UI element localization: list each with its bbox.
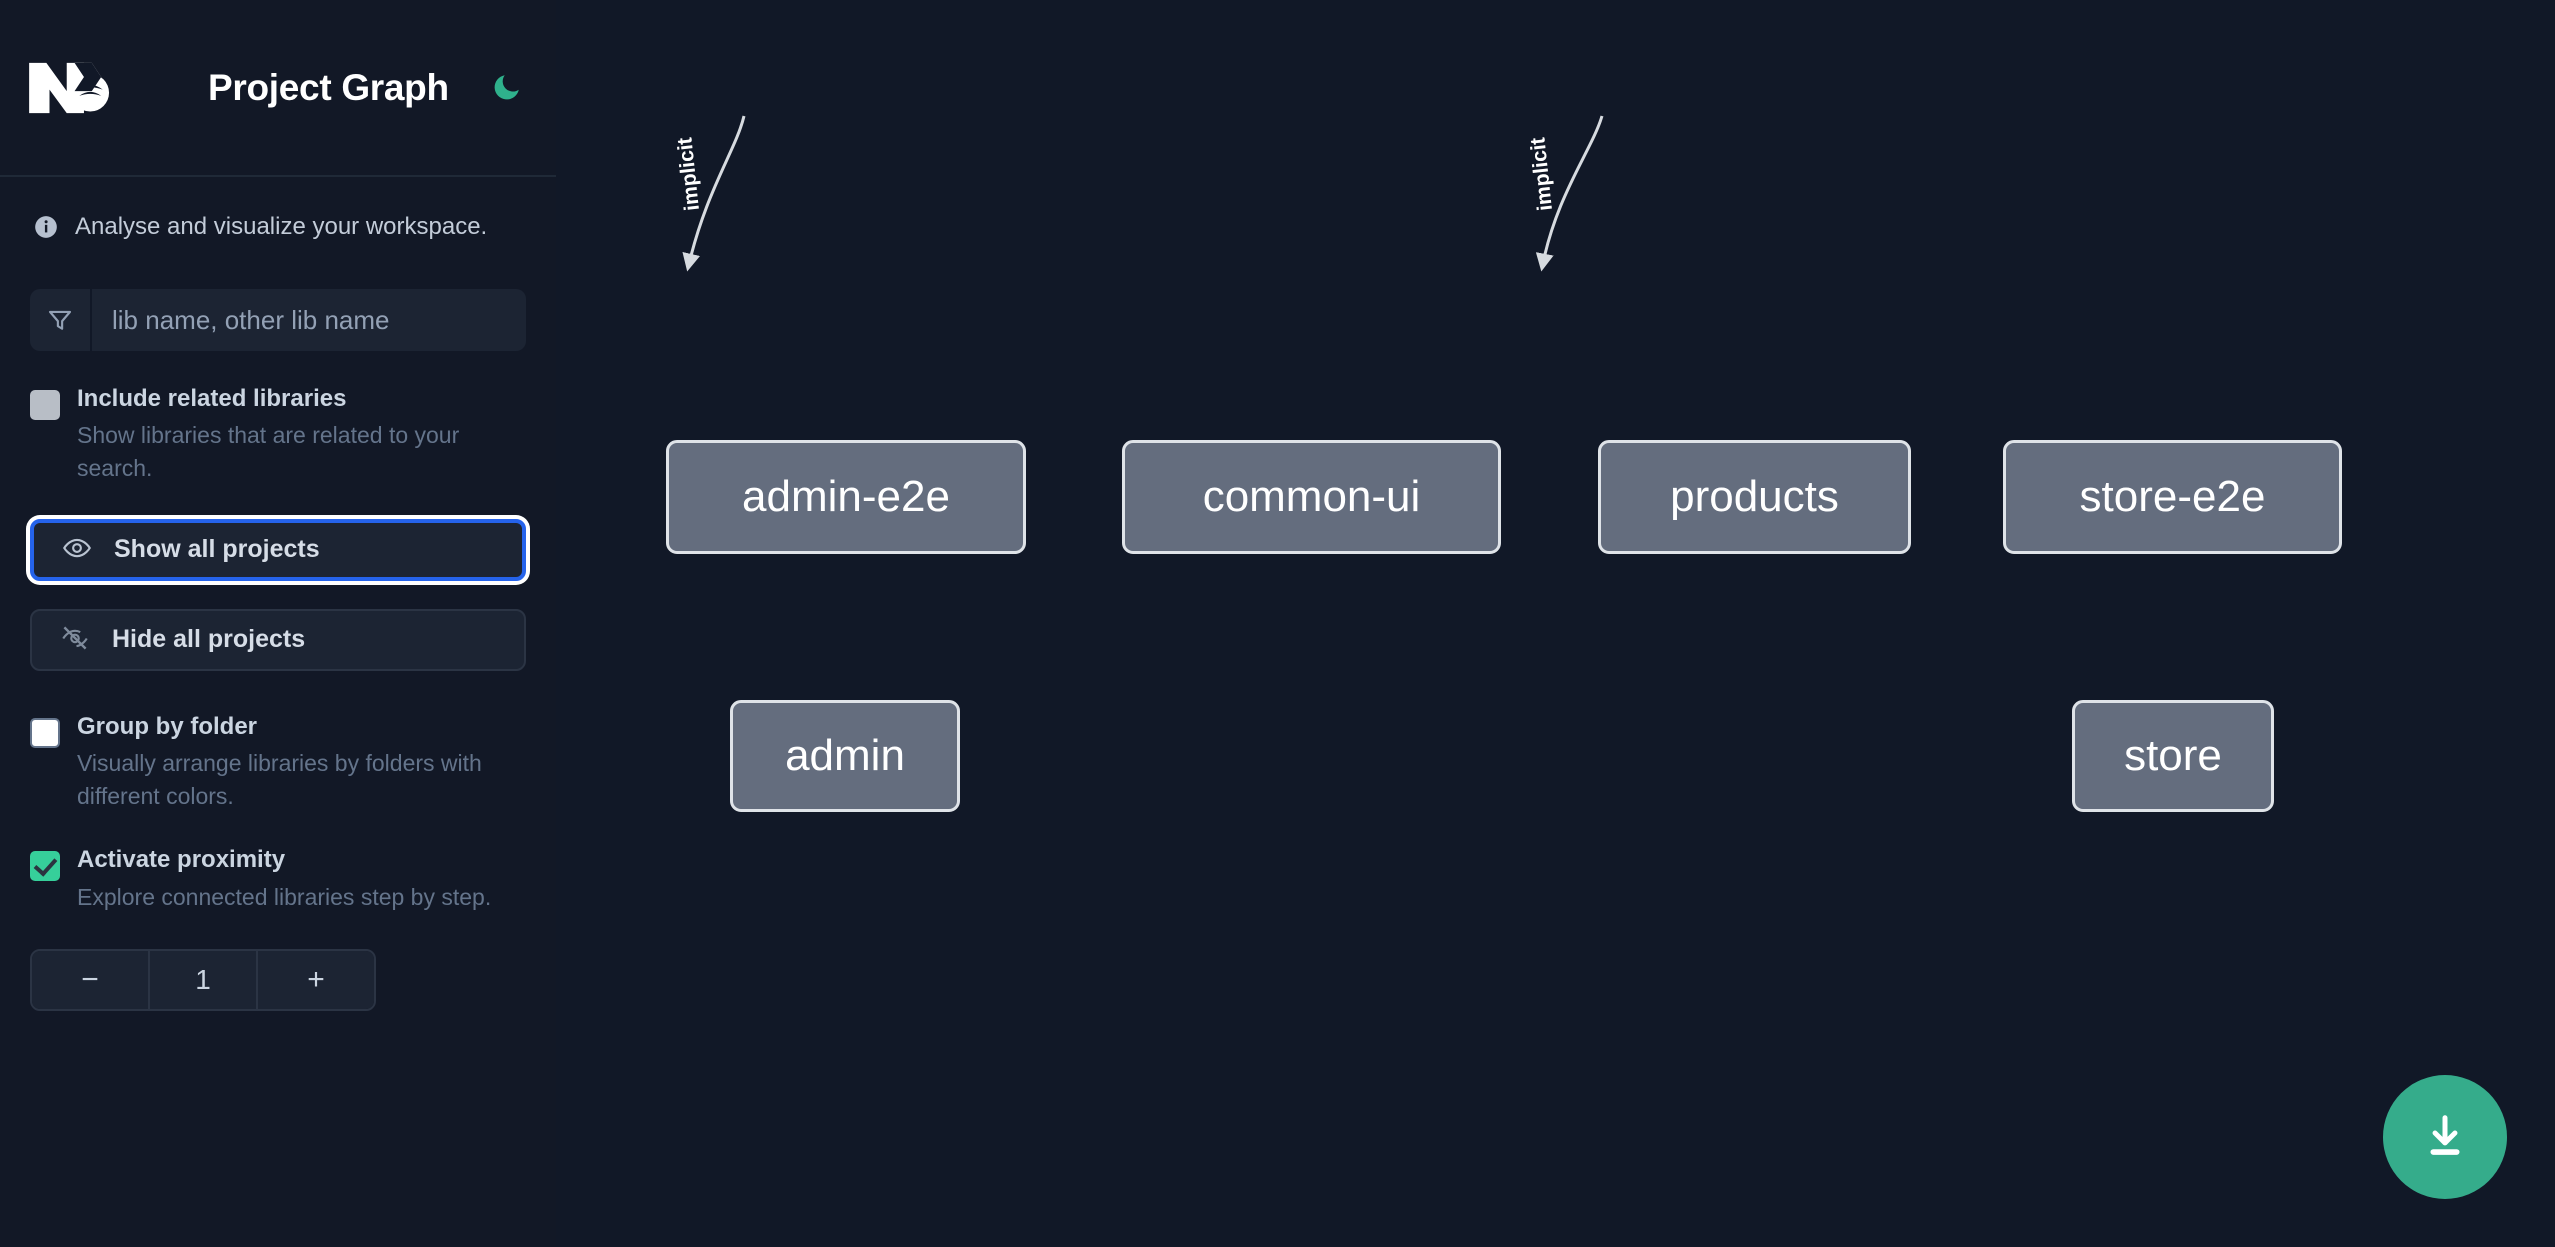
eye-icon: [62, 533, 92, 566]
group-by-folder-checkbox[interactable]: [30, 717, 60, 748]
edge-admin-e2e-admin: [682, 115, 746, 272]
tagline: Analyse and visualize your workspace.: [33, 213, 526, 241]
show-all-projects-button[interactable]: Show all projects: [30, 518, 526, 581]
graph-edges: implicit implicit: [673, 115, 1604, 272]
moon-icon[interactable]: [485, 67, 527, 109]
option-activate-proximity: Activate proximity Explore connected lib…: [30, 846, 526, 913]
option-include-related-libraries: Include related libraries Show libraries…: [30, 385, 526, 485]
include-related-libraries-label: Include related libraries: [77, 385, 347, 412]
include-related-libraries-description: Show libraries that are related to your …: [77, 422, 460, 481]
sidebar-body: Analyse and visualize your workspace. In…: [0, 213, 556, 1012]
edge-store-e2e-store: [1535, 115, 1604, 272]
graph-node-common-ui[interactable]: common-ui: [1122, 440, 1501, 554]
filter-icon: [30, 289, 92, 351]
option-group-by-folder: Group by folder Visually arrange librari…: [30, 713, 526, 813]
edge-label-implicit-store: implicit: [1526, 136, 1557, 212]
activate-proximity-description: Explore connected libraries step by step…: [77, 883, 492, 910]
info-icon: [33, 214, 59, 240]
graph-canvas[interactable]: implicit implicit admin-e2e common-ui pr…: [556, 0, 2555, 1247]
search-bar: [30, 289, 526, 351]
graph-node-products[interactable]: products: [1598, 440, 1911, 554]
graph-node-admin[interactable]: admin: [730, 700, 960, 812]
hide-all-projects-label: Hide all projects: [112, 625, 306, 654]
proximity-stepper: − 1 +: [30, 949, 376, 1012]
hide-all-projects-button[interactable]: Hide all projects: [30, 608, 526, 671]
proximity-increment-button[interactable]: +: [258, 951, 374, 1010]
activate-proximity-label: Activate proximity: [77, 846, 286, 874]
edge-label-implicit-admin: implicit: [673, 136, 704, 212]
tagline-text: Analyse and visualize your workspace.: [75, 213, 488, 240]
download-graph-button[interactable]: [2383, 1075, 2507, 1199]
activate-proximity-checkbox[interactable]: [30, 851, 60, 882]
download-icon: [2419, 1110, 2471, 1165]
proximity-value: 1: [148, 951, 258, 1010]
page-title: Project Graph: [208, 66, 449, 108]
group-by-folder-label: Group by folder: [77, 712, 257, 740]
include-related-libraries-checkbox[interactable]: [30, 390, 60, 420]
group-by-folder-description: Visually arrange libraries by folders wi…: [77, 749, 482, 809]
graph-node-store[interactable]: store: [2072, 700, 2274, 812]
sidebar-header: Project Graph: [0, 0, 556, 177]
eye-off-icon: [60, 623, 90, 656]
sidebar: Project Graph Analyse and visualize your…: [0, 0, 556, 1247]
show-all-projects-label: Show all projects: [114, 535, 320, 564]
proximity-decrement-button[interactable]: −: [32, 951, 148, 1010]
graph-node-store-e2e[interactable]: store-e2e: [2003, 440, 2342, 554]
search-input[interactable]: [92, 289, 526, 351]
nx-logo-icon: [26, 58, 120, 118]
graph-node-admin-e2e[interactable]: admin-e2e: [666, 440, 1026, 554]
